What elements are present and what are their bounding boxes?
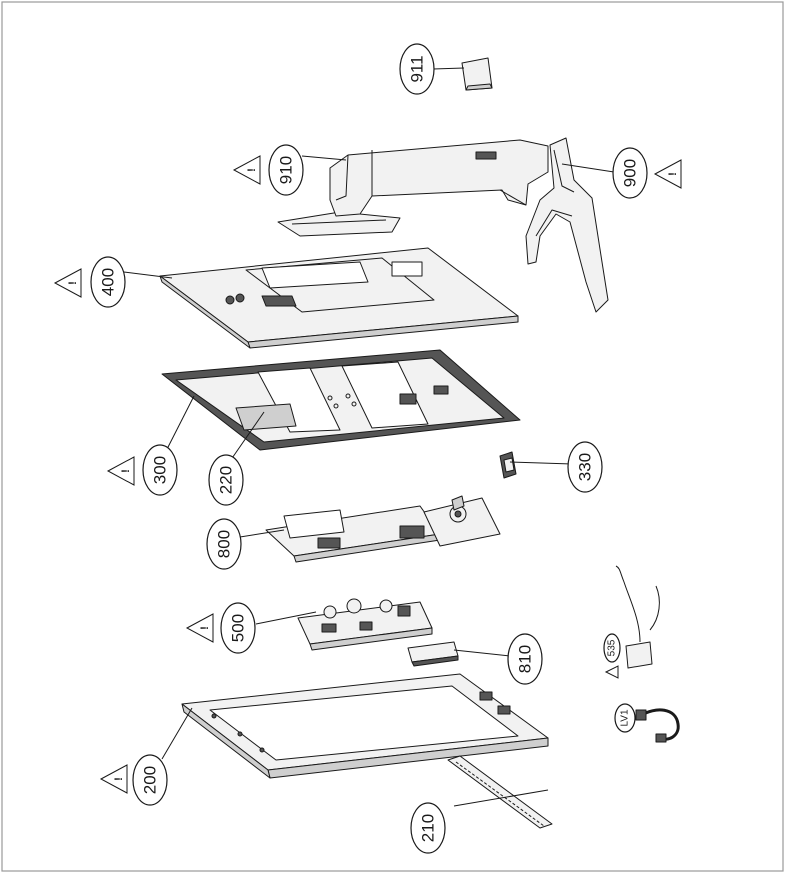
callout-label-220: 220	[217, 466, 236, 494]
warning-mark: !	[246, 168, 258, 172]
callout-800: 800	[206, 518, 242, 570]
small-warning-triangle-icon	[604, 665, 619, 679]
callout-910: 910!	[232, 144, 304, 196]
part-500-power-board	[297, 598, 433, 651]
callout-oval-800	[206, 518, 242, 570]
callout-label-535: 535	[607, 639, 618, 656]
callout-oval-500	[220, 602, 256, 654]
part-810-key-board	[407, 641, 459, 667]
callout-label-210: 210	[419, 814, 438, 842]
warning-mark: !	[120, 469, 132, 473]
part-400-back-cover	[159, 247, 519, 349]
warning-mark: !	[667, 172, 679, 176]
callout-oval-911	[399, 43, 435, 95]
warning-triangle-icon	[185, 613, 214, 643]
callout-label-900: 900	[621, 159, 640, 187]
callout-220: 220	[208, 454, 244, 506]
callout-210: 210	[410, 802, 446, 854]
callout-oval-lv1	[614, 703, 636, 733]
callout-oval-200	[132, 754, 168, 806]
callout-oval-210	[410, 802, 446, 854]
warning-triangle-icon	[653, 159, 682, 189]
callout-label-200: 200	[141, 766, 160, 794]
callout-535: 535	[603, 633, 621, 679]
part-330-bracket	[499, 451, 517, 479]
callout-label-330: 330	[576, 453, 595, 481]
part-210-side-strip	[447, 755, 553, 829]
callout-label-910: 910	[277, 156, 296, 184]
callout-400: 400!	[53, 256, 126, 308]
callout-label-800: 800	[215, 530, 234, 558]
callout-200: 200!	[99, 754, 168, 806]
warning-mark: !	[67, 281, 79, 285]
callout-label-400: 400	[99, 268, 118, 296]
warning-triangle-icon	[232, 155, 261, 185]
part-911-stand-cap	[461, 57, 493, 91]
callout-label-300: 300	[151, 456, 170, 484]
warning-triangle-icon	[106, 456, 135, 486]
warning-triangle-icon	[53, 268, 82, 298]
callout-label-500: 500	[229, 614, 248, 642]
callout-oval-535	[603, 633, 621, 663]
part-900-stand-foot	[525, 137, 609, 313]
callout-810: 810	[507, 633, 543, 685]
callout-500: 500!	[185, 602, 256, 654]
callout-lv1: LV1	[614, 703, 636, 733]
part-lv1-cable	[635, 708, 680, 743]
callout-oval-300	[142, 444, 178, 496]
part-200-front-bezel	[181, 673, 549, 779]
part-800-main-board	[265, 495, 501, 563]
callout-label-911: 911	[408, 55, 427, 82]
callout-oval-330	[567, 441, 603, 493]
callout-oval-220	[208, 454, 244, 506]
warning-triangle-icon	[99, 764, 128, 794]
callout-300: 300!	[106, 444, 178, 496]
callout-911: 911	[399, 43, 435, 95]
callout-oval-400	[90, 256, 126, 308]
callout-label-810: 810	[516, 645, 535, 673]
callout-oval-900	[612, 147, 648, 199]
callout-oval-810	[507, 633, 543, 685]
callout-900: 900!	[612, 147, 682, 199]
callout-330: 330	[567, 441, 603, 493]
callout-label-lv1: LV1	[620, 709, 631, 726]
part-910-stand-neck	[277, 139, 549, 237]
warning-mark: !	[113, 777, 125, 781]
warning-mark: !	[199, 626, 211, 630]
callout-oval-910	[268, 144, 304, 196]
part-535-adapter	[615, 565, 660, 669]
